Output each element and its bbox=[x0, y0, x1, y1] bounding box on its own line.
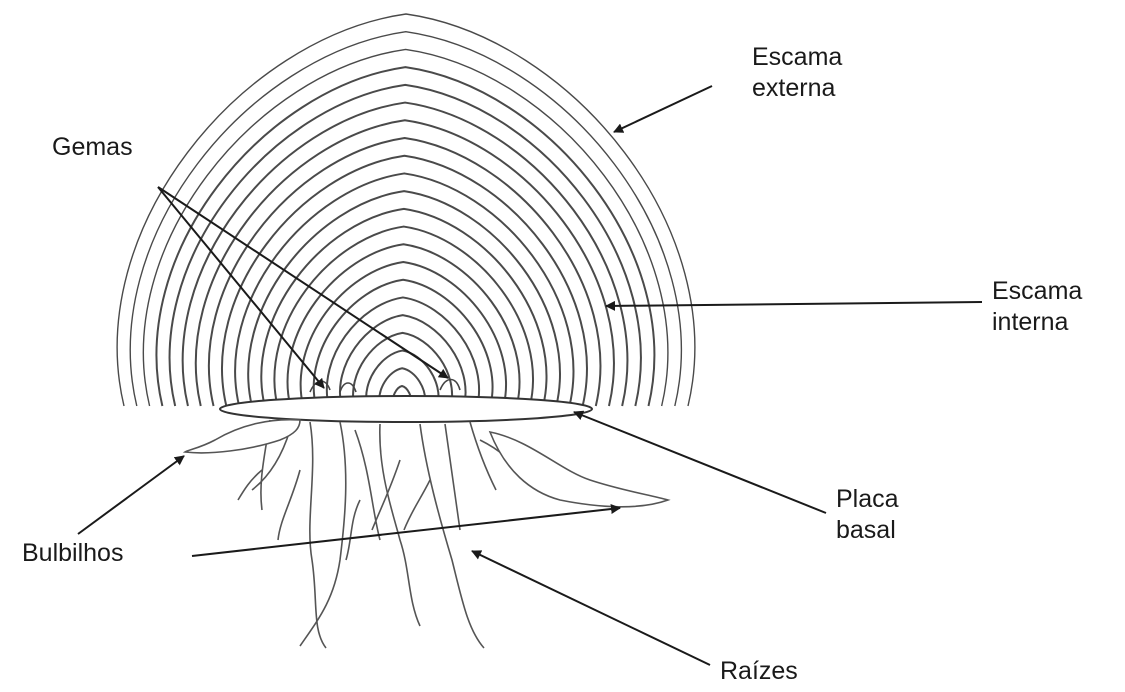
arrow-bulbilhos-left bbox=[78, 456, 184, 534]
scale-ring bbox=[340, 315, 466, 406]
scale-ring bbox=[156, 67, 654, 406]
label-bulbilhos: Bulbilhos bbox=[22, 538, 123, 569]
root-strand bbox=[380, 424, 420, 626]
root-strand bbox=[300, 422, 346, 646]
arrow-raizes bbox=[472, 551, 710, 665]
root-strand bbox=[372, 460, 400, 530]
root-strand bbox=[404, 480, 430, 530]
scale-ring bbox=[261, 209, 546, 406]
roots bbox=[238, 420, 520, 648]
root-strand bbox=[355, 430, 380, 540]
basal-plate bbox=[220, 396, 592, 422]
leader-arrows bbox=[78, 86, 982, 665]
label-escama-externa: Escama externa bbox=[752, 42, 842, 104]
label-placa-basal: Placa basal bbox=[836, 484, 899, 546]
scale-ring bbox=[209, 138, 601, 406]
arrow-bulbilhos-right bbox=[192, 508, 620, 556]
bulb-scales bbox=[117, 14, 695, 406]
label-escama-interna: Escama interna bbox=[992, 276, 1082, 338]
root-strand bbox=[310, 422, 326, 648]
root-strand bbox=[420, 424, 484, 648]
root-strand bbox=[278, 470, 300, 540]
root-strand bbox=[445, 424, 460, 530]
root-strand bbox=[346, 500, 360, 560]
label-gemas: Gemas bbox=[52, 132, 133, 163]
bulbil-right bbox=[490, 432, 668, 507]
arrow-gemas-right bbox=[158, 187, 448, 378]
arrow-escama-externa bbox=[614, 86, 712, 132]
label-raizes: Raízes bbox=[720, 656, 798, 687]
